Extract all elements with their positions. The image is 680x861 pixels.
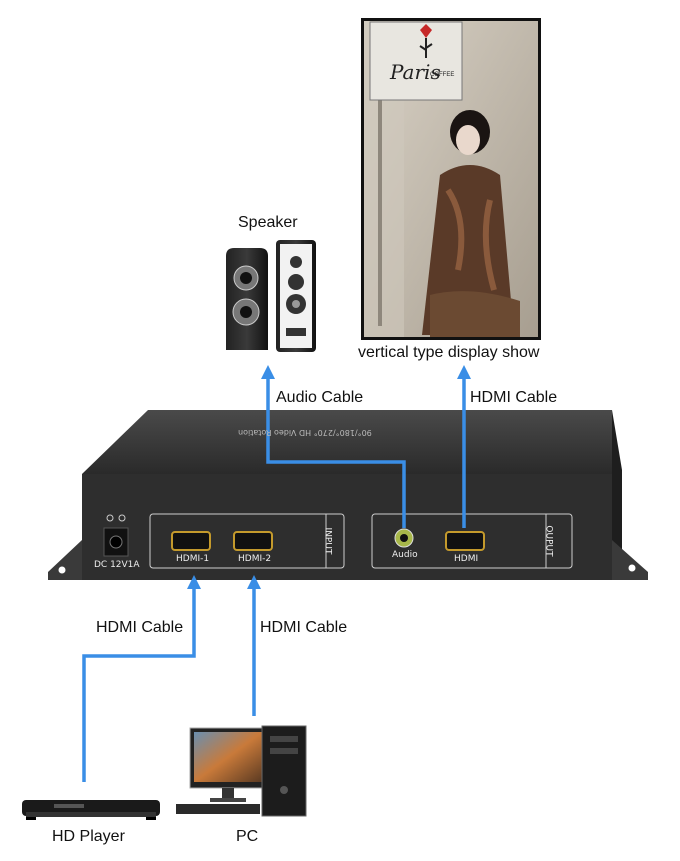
right-bracket [612,540,648,580]
rose-icon [420,24,432,38]
rotation-device [48,410,648,580]
input-panel [149,513,345,569]
hdmi2-port [233,531,273,551]
hdmi-cable-out-label: HDMI Cable [470,389,558,406]
hdmi1-port [171,531,211,551]
speakers [226,240,316,352]
coffee-sign [369,21,463,101]
hdmi-out-port [445,531,485,551]
audio-port-label: Audio [392,550,418,560]
sign-main-text: Paris [390,60,441,84]
hdmi-cable-in1-label: HDMI Cable [96,619,184,636]
hd-player [22,800,160,820]
hdmi-out-label: HDMI [454,554,479,564]
vertical-display [361,18,541,340]
device-top-text: 90°/180°/270° HD Video Rotation [238,428,372,437]
left-bracket [48,540,82,580]
pc-label: PC [236,828,259,845]
hdmi2-label: HDMI-2 [238,554,272,564]
cables [82,365,471,782]
hd-player-label: HD Player [52,828,125,845]
hdmi-cable-in1 [82,575,201,782]
output-group-label: OUPUT [543,525,554,557]
hdmi-cable-in2-label: HDMI Cable [260,619,348,636]
speaker-label: Speaker [238,214,298,231]
pc [176,725,307,817]
output-panel [371,513,573,569]
hdmi1-label: HDMI-1 [176,554,210,564]
audio-cable [261,365,406,528]
input-group-label: INPUT [322,527,333,555]
display-label: vertical type display show [358,344,540,361]
audio-cable-label: Audio Cable [276,389,364,406]
power-jack [103,527,129,557]
sign-sub-text: COFFEE [430,72,455,78]
power-label: DC 12V1A [94,560,140,570]
